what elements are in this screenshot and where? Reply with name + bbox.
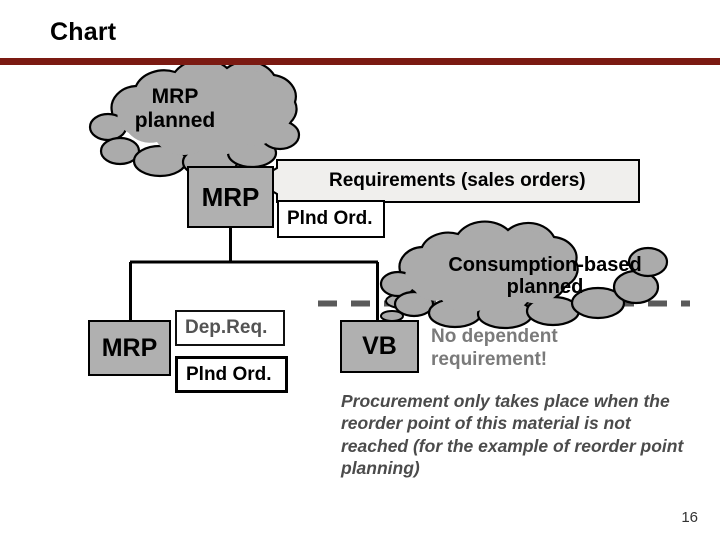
note-no-dependent-requirement: No dependent requirement! <box>431 326 681 372</box>
note-no-dependent-line1: No dependent <box>431 326 558 347</box>
label-box-dep-req: Dep.Req. <box>175 310 285 346</box>
callout-requirements-label: Requirements (sales orders) <box>329 170 586 191</box>
note-procurement-explanation: Procurement only takes place when the re… <box>341 391 684 479</box>
callout-requirements: Requirements (sales orders) <box>277 160 639 202</box>
cloud-label-consumption-based-planned: Consumption-based planned <box>420 254 670 299</box>
cloud-label-mrp-planned: MRP planned <box>95 85 255 132</box>
diagram-canvas: MRP planned Consumption-based planned Re… <box>0 65 720 540</box>
cloud-label-mrp-planned-line1: MRP <box>151 85 199 108</box>
cloud-label-mrp-planned-line2: planned <box>134 108 216 132</box>
cloud-consumption-based-planned <box>379 220 669 330</box>
node-box-vb: VB <box>340 320 419 373</box>
diagram-vector-layer <box>88 65 690 330</box>
note-no-dependent-line2: requirement! <box>431 348 548 370</box>
label-box-plnd-ord-top: Plnd Ord. <box>277 200 385 238</box>
connector-tree <box>129 228 379 321</box>
page-title: Chart <box>50 18 117 46</box>
node-box-mrp-top: MRP <box>187 166 274 228</box>
page-number: 16 <box>681 509 698 526</box>
cloud-label-consumption-line1: Consumption-based <box>448 254 642 276</box>
cloud-label-consumption-line2: planned <box>506 276 584 299</box>
node-box-mrp-bottom: MRP <box>88 320 171 376</box>
label-box-plnd-ord-bottom: Plnd Ord. <box>175 356 288 393</box>
title-divider-rule <box>0 58 720 65</box>
